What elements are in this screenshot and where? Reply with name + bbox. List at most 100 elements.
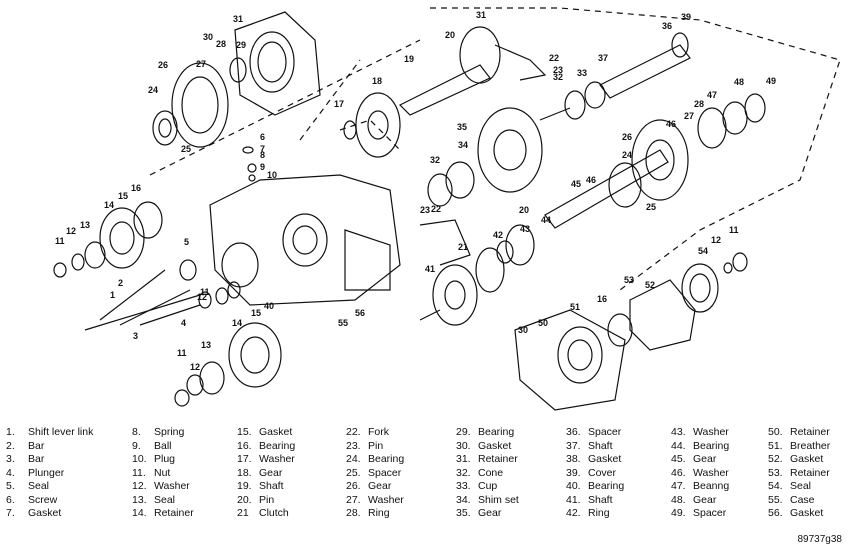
legend-entry: 39.Cover: [566, 467, 684, 481]
part-callout: 43: [520, 224, 530, 234]
legend-entry: 38. Gasket: [566, 453, 684, 467]
legend-label: Cone: [478, 466, 504, 479]
legend-number: 40.: [566, 480, 581, 492]
part-callout: 16: [597, 294, 607, 304]
legend-number: 14.: [132, 507, 147, 519]
part-callout: 33: [577, 68, 587, 78]
legend-number: 43.: [671, 426, 686, 438]
legend-entry: 35.Gear: [456, 507, 574, 521]
legend-label: Gasket: [790, 507, 824, 519]
legend-label: Washer: [693, 426, 729, 438]
legend-entry: 41.Shaft: [566, 494, 684, 508]
legend-entry: 31.Retainer: [456, 453, 574, 467]
legend-number: 7.: [6, 507, 15, 519]
legend-label: Nut: [154, 466, 171, 479]
legend-label: Gasket: [28, 507, 62, 519]
part-callout: 11: [200, 287, 210, 297]
legend-label: Screw: [28, 493, 58, 506]
case-55-outline: [209, 174, 401, 306]
part-callout: 14: [232, 318, 242, 328]
part-callout: 52: [645, 280, 655, 290]
part-callout: 37: [598, 53, 608, 63]
legend-label: Seal: [790, 480, 812, 492]
part-callout: 48: [734, 77, 744, 87]
legend-entry: 19.Shaft: [237, 480, 355, 494]
legend-number: 21: [237, 507, 249, 519]
legend-number: 24.: [346, 453, 361, 465]
legend-label: Spacer: [368, 466, 402, 479]
part-callout: 46: [586, 175, 596, 185]
legend-entry: 53.Retainer: [768, 467, 852, 481]
legend-number: 44.: [671, 439, 686, 452]
part-callout: 31: [233, 14, 243, 24]
legend-entry: 29.Bearing: [456, 426, 574, 440]
legend-label: Plug: [154, 453, 176, 465]
legend-label: Retainer: [154, 507, 194, 519]
legend-entry: 40.Bearing: [566, 480, 684, 494]
legend-entry: 25.Spacer: [346, 467, 464, 481]
legend-number: 16.: [237, 439, 252, 452]
legend-entry: 8.Spring: [132, 426, 250, 440]
legend-entry: 36. Spacer: [566, 426, 684, 440]
legend-entry: 20.Pin: [237, 494, 355, 508]
part-callout: 4: [181, 318, 186, 328]
legend-number: 19.: [237, 480, 252, 492]
legend-number: 39.: [566, 466, 581, 479]
legend-label: Pin: [368, 439, 384, 452]
legend-number: 56.: [768, 507, 783, 519]
legend-label: Gasket: [588, 453, 622, 465]
legend-entry: 12.Washer: [132, 480, 250, 494]
legend-number: 18.: [237, 466, 252, 479]
part-callout: 10: [267, 170, 277, 180]
legend-number: 36.: [566, 426, 581, 438]
legend-label: Spacer: [588, 426, 622, 438]
legend-label: Shaft: [588, 439, 613, 452]
part-callout: 7: [260, 144, 265, 154]
part-callout: 11: [729, 225, 739, 235]
legend-entry: 46.Washer: [671, 467, 789, 481]
legend-label: Washer: [693, 466, 729, 479]
legend-entry: 42. Ring: [566, 507, 684, 521]
part-callout: 53: [624, 275, 634, 285]
legend-number: 32.: [456, 466, 471, 479]
legend-label: Shaft: [588, 493, 613, 506]
legend-label: Washer: [154, 480, 190, 492]
legend-label: Bar: [28, 453, 45, 465]
legend-label: Ring: [588, 507, 610, 519]
legend-number: 49.: [671, 507, 686, 519]
legend-entry: 2. Bar: [6, 440, 124, 454]
part-callout: 49: [766, 76, 776, 86]
legend-label: Bar: [28, 439, 45, 452]
part-callout: 15: [251, 308, 261, 318]
part-callout: 1: [110, 290, 115, 300]
legend-number: 38.: [566, 453, 581, 465]
part-callout: 30: [518, 325, 528, 335]
legend-label: Case: [790, 493, 815, 506]
part-callout: 26: [622, 132, 632, 142]
part-callout: 28: [216, 39, 226, 49]
part-callout: 36: [662, 21, 672, 31]
part-callout: 54: [698, 246, 708, 256]
legend-number: 1.: [6, 426, 15, 438]
legend-number: 9.: [132, 439, 141, 452]
part-callout: 23: [553, 65, 563, 75]
legend-entry: 9.Ball: [132, 440, 250, 454]
part-callout: 32: [553, 72, 563, 82]
legend-entry: 49.Spacer: [671, 507, 789, 521]
legend-number: 17.: [237, 453, 252, 465]
legend-label: Seal: [154, 493, 176, 506]
part-callout: 17: [334, 99, 344, 109]
legend-entry: 56. Gasket: [768, 507, 852, 521]
legend-entry: 10.Plug: [132, 453, 250, 467]
legend-number: 2.: [6, 439, 15, 452]
legend-label: Gear: [368, 480, 392, 492]
legend-label: Gasket: [478, 439, 512, 452]
legend-number: 42.: [566, 507, 581, 519]
legend-entry: 32. Cone: [456, 467, 574, 481]
part-callout: 39: [681, 12, 691, 22]
